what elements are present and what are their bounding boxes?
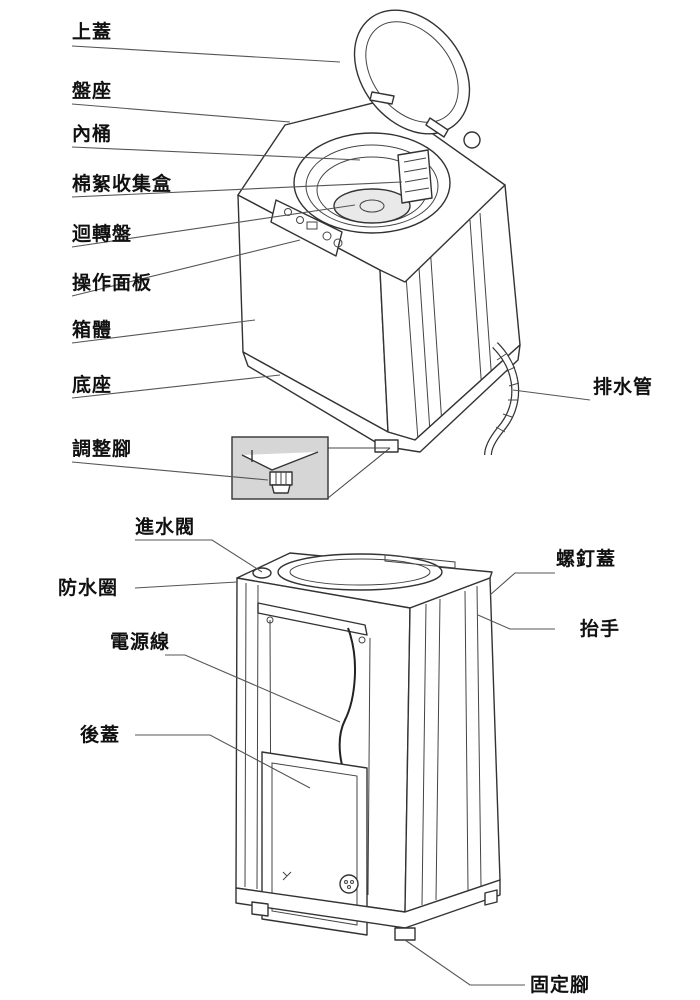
label-drain-hose: 排水管	[593, 376, 654, 398]
label-tub-ring: 盤座	[72, 80, 113, 102]
label-inner-tub: 內桶	[72, 123, 113, 145]
leader-power-cord	[165, 654, 341, 723]
pulsator-disc	[333, 188, 411, 224]
rear-cover-shape	[261, 751, 368, 936]
front-view-machine	[237, 9, 521, 456]
adjust-foot-inset	[231, 436, 391, 500]
leader-lines	[71, 45, 591, 986]
label-cabinet: 箱體	[72, 319, 113, 341]
leader-pulsator	[71, 204, 356, 248]
leader-tub-ring	[71, 103, 291, 123]
label-lint-box: 棉絮收集盒	[72, 173, 173, 195]
leader-cabinet	[71, 319, 256, 344]
label-pulsator: 迴轉盤	[72, 223, 133, 245]
outlet-symbol	[339, 874, 359, 894]
leader-seal-ring	[134, 581, 238, 589]
leader-handle	[477, 614, 555, 630]
leader-screw-cap	[489, 572, 555, 596]
leader-rear-cover	[135, 734, 311, 789]
rear-base	[235, 879, 501, 929]
label-screw-cap: 螺釘蓋	[556, 548, 617, 570]
lint-box-shape	[397, 149, 433, 204]
base-bottom	[242, 344, 521, 453]
lid-knob	[463, 131, 481, 149]
label-inlet-valve: 進水閥	[135, 516, 196, 538]
leader-base	[71, 374, 281, 399]
leader-inlet-valve	[135, 539, 263, 573]
leader-drain-hose	[512, 389, 591, 401]
label-fixed-foot: 固定腳	[530, 974, 591, 996]
label-seal-ring: 防水圈	[58, 577, 119, 599]
handle-bar	[257, 602, 368, 636]
label-power-cord: 電源線	[110, 631, 171, 653]
label-control-panel: 操作面板	[72, 272, 153, 294]
inlet-valve-cap	[252, 567, 272, 579]
label-handle: 抬手	[580, 618, 621, 640]
leader-control-panel	[71, 239, 301, 297]
label-base: 底座	[72, 374, 113, 396]
label-adjust-foot: 調整腳	[72, 438, 133, 460]
leader-fixed-foot	[404, 939, 525, 986]
label-rear-cover: 後蓋	[80, 724, 121, 746]
leader-top-lid	[71, 45, 341, 63]
leader-inner-tub	[71, 146, 361, 161]
leader-adjust-foot	[71, 461, 269, 481]
label-top-lid: 上蓋	[72, 21, 113, 43]
leader-lint-box	[71, 181, 403, 198]
rear-view-machine	[235, 552, 501, 941]
rear-right-side	[404, 577, 501, 913]
fixed-foot-shape	[394, 927, 416, 941]
